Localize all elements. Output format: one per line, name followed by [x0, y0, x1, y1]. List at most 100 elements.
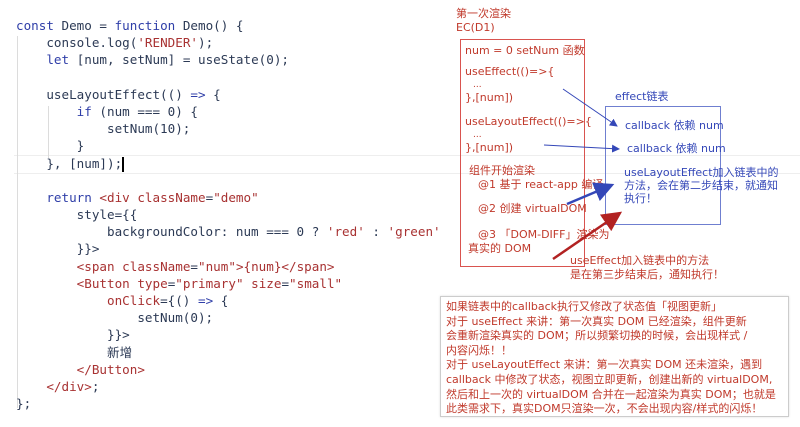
code-line: console.log('RENDER');	[16, 34, 441, 51]
note-line: useEffect加入链表中的方法	[570, 254, 710, 267]
code-token: Demo =	[61, 18, 115, 33]
code-line	[16, 69, 441, 86]
layout-effect-note: useLayoutEffect加入链表中的 方法，会在第二步结束，就通知 执行！	[624, 166, 779, 205]
code-line: <span className="num">{num}</span>	[16, 258, 441, 275]
use-effect-note: useEffect加入链表中的方法 是在第三步结束后，通知执行！	[570, 254, 724, 282]
code-token: {	[213, 293, 229, 308]
code-token: useLayoutEffect(()	[16, 86, 191, 102]
first-render-title: 第一次渲染	[456, 7, 511, 20]
code-line: onClick={() => {	[16, 292, 441, 309]
code-token: =>	[190, 86, 206, 102]
code-token: size	[251, 275, 282, 291]
code-token: }, [num]);	[16, 155, 123, 171]
code-line: let [num, setNum] = useState(0);	[16, 51, 441, 68]
effect-list-title: effect链表	[615, 90, 669, 103]
code-line: 新增	[16, 344, 441, 361]
effect-list-box	[605, 106, 721, 225]
render-step: @1 基于 react-app 编译	[478, 178, 604, 191]
code-token: "num"	[198, 258, 236, 274]
code-token: >{num}</span>	[235, 258, 335, 274]
code-token: =>	[197, 293, 214, 308]
code-token: <span	[76, 258, 123, 274]
code-token	[16, 276, 77, 291]
render-step: @2 创建 virtualDOM	[478, 202, 587, 215]
code-line: }}>	[16, 240, 441, 257]
code-token: if	[76, 103, 100, 119]
code-token: let	[46, 52, 77, 68]
code-token: <Button	[76, 275, 138, 291]
code-line: }, [num]);	[16, 155, 441, 172]
render-title: 组件开始渲染	[469, 164, 535, 177]
code-token: setNum(0);	[16, 310, 214, 326]
indent-guide	[17, 36, 18, 408]
callback-entry: callback 依赖 num	[625, 119, 724, 132]
code-token: "primary"	[175, 275, 252, 291]
code-line: setNum(10);	[16, 120, 441, 137]
code-token	[16, 52, 46, 67]
code-line: useLayoutEffect(() => {	[16, 86, 441, 103]
note-line: useLayoutEffect加入链表中的	[624, 166, 779, 179]
note-line: 对于 useEffect 来讲：第一次真实 DOM 已经渲染，组件更新	[446, 314, 747, 328]
code-token: onClick	[16, 293, 161, 308]
code-token: ;	[91, 378, 100, 394]
code-token: =	[167, 275, 176, 291]
code-token: const	[16, 18, 62, 33]
code-token: "demo"	[213, 189, 259, 205]
callback-entry: callback 依赖 num	[627, 142, 726, 155]
code-line: return <div className="demo"	[16, 189, 441, 206]
code-token: }}>	[16, 241, 100, 257]
indent-guide	[48, 106, 49, 158]
note-line: 是在第三步结束后，通知执行！	[570, 268, 724, 281]
code-token: setNum(10);	[16, 121, 191, 137]
code-line: };	[16, 395, 441, 412]
code-token: };	[16, 396, 32, 412]
ec-line: },[num])	[465, 91, 514, 104]
code-token: );	[198, 35, 214, 51]
ec-box	[460, 39, 585, 267]
ec-line: useEffect(()=>{	[465, 65, 555, 78]
ec-line: },[num])	[465, 141, 514, 154]
code-token: {	[205, 86, 221, 102]
code-token: (num === 0) {	[99, 103, 198, 119]
code-token	[16, 190, 46, 205]
note-line: 对于 useLayoutEffect 来讲：第一次真实 DOM 还未渲染，遇到	[446, 358, 763, 372]
note-line: callback 中修改了状态，视图立即更新，创建出新的 virtualDOM,	[446, 372, 773, 386]
code-token	[16, 104, 77, 119]
code-token: }	[16, 138, 85, 154]
code-token: type	[137, 275, 168, 291]
code-token	[16, 379, 46, 394]
note-line: 会重新渲染真实的 DOM；所以频繁切换的时候，会出现样式 /	[446, 329, 748, 343]
code-token: =	[190, 258, 199, 274]
code-token: }}>	[16, 327, 130, 343]
code-token: 新增	[16, 344, 133, 360]
code-line: const Demo = function Demo() {	[16, 17, 441, 34]
note-line: 此类需求下，真实DOM只渲染一次，不会出现内容/样式的闪烁！	[446, 402, 763, 416]
code-line	[16, 172, 441, 189]
code-line: }	[16, 137, 441, 154]
text-cursor	[122, 156, 124, 172]
code-line: style={{	[16, 206, 441, 223]
note-line: 方法，会在第二步结束，就通知	[624, 179, 778, 192]
render-step: @3 「DOM-DIFF」渲染为	[478, 228, 610, 241]
code-token: ={()	[160, 293, 198, 308]
code-token: backgroundColor: num === 0 ?	[16, 224, 327, 240]
ec-line: useLayoutEffect(()=>{	[465, 115, 592, 128]
code-token: [num, setNum] = useState(0);	[76, 52, 289, 68]
code-token: className	[122, 258, 191, 274]
code-editor[interactable]: const Demo = function Demo() { console.l…	[16, 17, 441, 412]
code-token: "small"	[289, 275, 343, 291]
code-token: function	[114, 18, 183, 33]
code-token: className	[137, 189, 206, 205]
code-token: </div>	[46, 378, 92, 394]
code-line: </div>;	[16, 378, 441, 395]
code-token: return	[46, 189, 100, 205]
code-token: 'RENDER'	[137, 35, 198, 51]
code-token: :	[364, 224, 388, 240]
code-token: =	[281, 275, 290, 291]
ec-label: EC(D1)	[456, 21, 495, 34]
code-token: Demo() {	[182, 18, 244, 33]
code-line: </Button>	[16, 361, 441, 378]
current-line-highlight	[14, 155, 800, 174]
code-token: style={{	[16, 207, 138, 223]
code-line: backgroundColor: num === 0 ? 'red' : 'gr…	[16, 223, 441, 240]
